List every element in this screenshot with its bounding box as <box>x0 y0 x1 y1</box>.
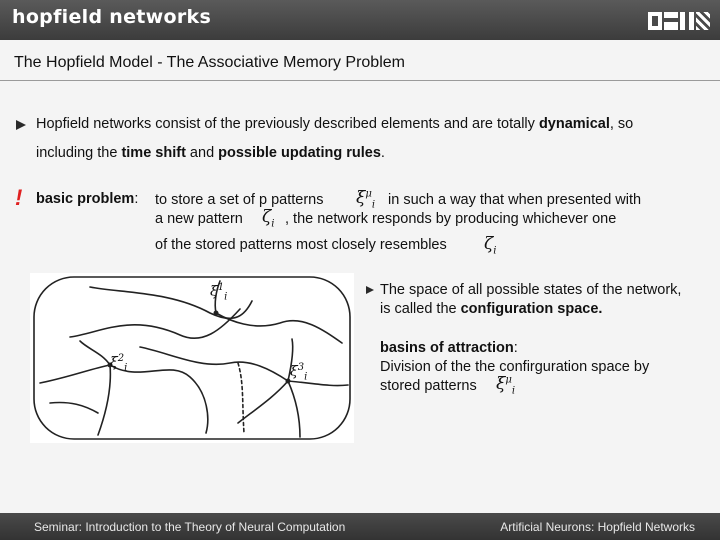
basin-boundary <box>139 346 289 382</box>
label-subscript: i <box>304 371 308 383</box>
xi-glyph: ξ <box>210 283 218 300</box>
xi-mu-symbol: ξμi <box>356 188 375 210</box>
xi-mu-symbol: ξμi <box>496 374 515 396</box>
label-subscript: i <box>124 362 128 374</box>
basin-boundary-dashed <box>237 362 245 434</box>
attractor-point <box>107 362 113 368</box>
attractor-point <box>285 378 291 384</box>
basins-title-text: basins of attraction <box>380 340 514 356</box>
logo-block <box>664 12 678 30</box>
mu-glyph: μ <box>505 374 512 386</box>
problem-label: basic problem: <box>36 192 138 207</box>
bullet-line-2: including the time shift and possible up… <box>36 146 385 161</box>
problem-line-3: of the stored patterns most closely rese… <box>155 237 447 253</box>
attractor-point <box>213 310 219 316</box>
zeta-symbol: ζi <box>262 207 274 229</box>
label-superscript: 1 <box>217 282 225 293</box>
index-glyph: i <box>271 218 275 230</box>
bullet-bold-text: dynamical <box>538 116 610 132</box>
bullet-text: including the <box>36 145 122 161</box>
config-bold-text: configuration space. <box>460 301 603 317</box>
config-line-2: is called the configuration space. <box>380 302 602 317</box>
zeta-glyph: ζ <box>484 234 494 254</box>
bullet-line-1: Hopfield networks consist of the previou… <box>36 117 633 132</box>
logo-block <box>696 12 710 30</box>
attractor-label-3: ξ3i <box>290 362 307 382</box>
mu-glyph: μ <box>365 188 372 200</box>
footer-left: Seminar: Introduction to the Theory of N… <box>34 520 346 534</box>
xi-glyph: ξ <box>496 374 506 394</box>
xi-glyph: ξ <box>356 188 366 208</box>
basin-boundary <box>215 312 343 344</box>
footer-right: Artificial Neurons: Hopfield Networks <box>500 520 695 534</box>
slide-title: The Hopfield Model - The Associative Mem… <box>14 54 405 71</box>
logo-icon <box>648 12 710 30</box>
title-divider <box>0 80 720 81</box>
bullet-text: , so <box>609 116 634 132</box>
logo-block <box>680 12 694 30</box>
basin-boundary <box>287 338 294 382</box>
basins-colon: : <box>513 340 518 356</box>
basin-boundary <box>89 286 253 319</box>
basin-boundary <box>237 380 289 424</box>
basin-boundary <box>97 364 112 436</box>
attractor-label-2: ξ2i <box>110 353 127 373</box>
xi-glyph: ξ <box>110 354 118 371</box>
triangle-bullet-icon <box>16 120 26 130</box>
problem-line-1-pre: to store a set of p patterns <box>155 192 324 208</box>
exclamation-icon: ! <box>15 185 23 210</box>
index-glyph: i <box>511 385 516 397</box>
bullet-bold-text: time shift <box>121 145 186 161</box>
label-superscript: 2 <box>117 353 125 364</box>
bullet-text: and <box>185 145 219 161</box>
index-glyph: i <box>371 199 376 211</box>
zeta-symbol: ζi <box>484 234 496 256</box>
basin-boundary <box>287 380 301 438</box>
problem-line-2-post: , the network responds by producing whic… <box>285 211 617 227</box>
basin-boundary <box>214 280 221 314</box>
index-glyph: i <box>493 245 497 257</box>
basin-boundary <box>79 340 111 366</box>
configuration-space-figure <box>30 273 354 443</box>
basins-title: basins of attraction: <box>380 341 518 356</box>
basin-boundary <box>109 364 209 434</box>
bullet-text: Hopfield networks consist of the previou… <box>36 116 539 132</box>
basins-line-1: Division of the the confirguration space… <box>380 359 650 375</box>
footer-bar <box>0 513 720 540</box>
xi-glyph: ξ <box>290 363 298 380</box>
config-text: is called the <box>380 301 461 317</box>
header-bar <box>0 0 720 40</box>
logo-block <box>648 12 662 30</box>
problem-line-1-post: in such a way that when presented with <box>388 192 642 208</box>
triangle-bullet-icon <box>366 286 374 294</box>
problem-label-text: basic problem <box>36 191 135 207</box>
problem-colon: : <box>134 191 139 207</box>
basin-boundary <box>69 308 241 340</box>
label-subscript: i <box>224 291 228 303</box>
attractor-label-1: ξ1i <box>210 282 227 302</box>
basins-line-2: stored patterns <box>380 378 477 394</box>
header-title: hopfield networks <box>12 6 212 28</box>
bullet-text: . <box>380 145 385 161</box>
config-line-1: The space of all possible states of the … <box>380 282 682 298</box>
bullet-bold-text: possible updating rules <box>218 145 381 161</box>
problem-line-2-pre: a new pattern <box>155 211 243 227</box>
zeta-glyph: ζ <box>262 207 272 227</box>
basin-boundary <box>49 401 99 414</box>
configuration-space-drawing <box>33 276 351 440</box>
basin-boundary <box>39 364 111 384</box>
label-superscript: 3 <box>297 362 305 373</box>
basin-boundary <box>287 380 349 387</box>
space-boundary <box>33 276 351 440</box>
